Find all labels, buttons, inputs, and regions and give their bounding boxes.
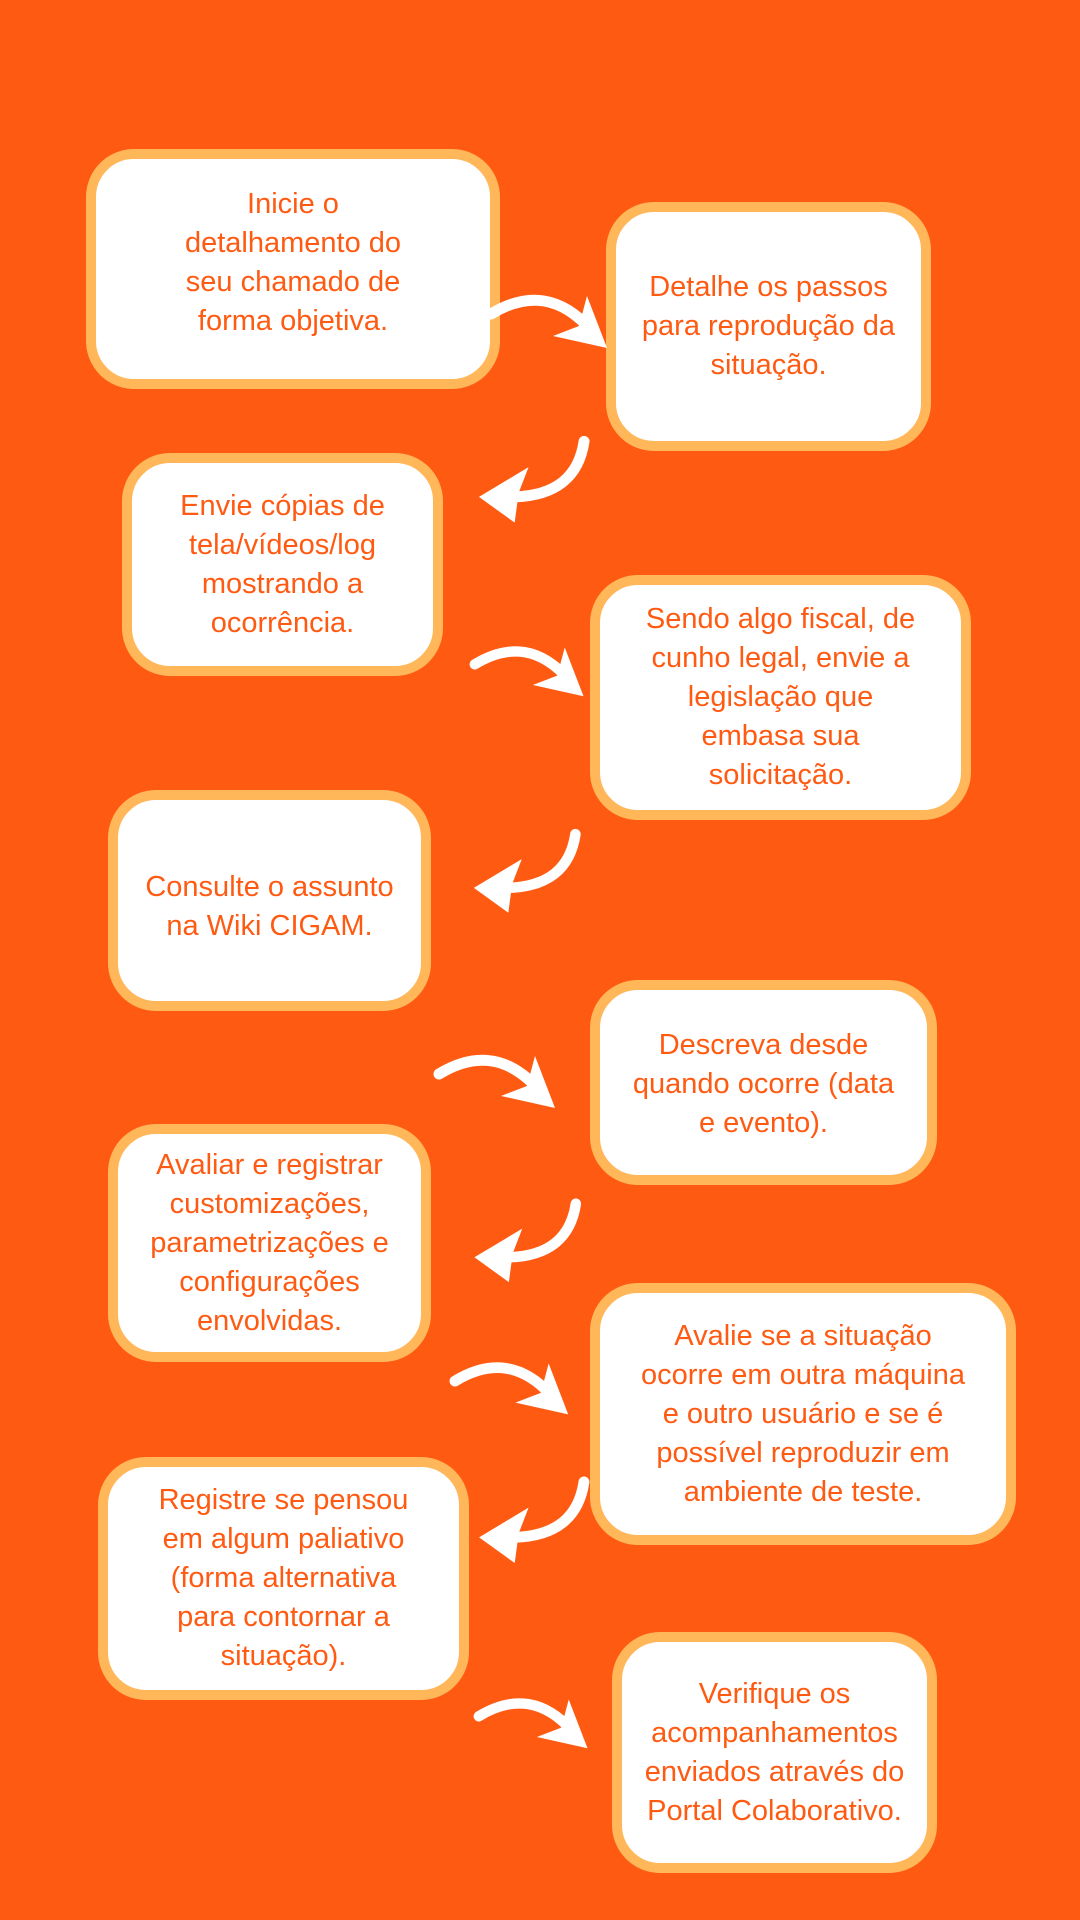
step-9-line: (forma alternativa <box>170 1562 397 1594</box>
step-7-line: configurações <box>179 1265 360 1298</box>
step-3-line: ocorrência. <box>210 606 355 639</box>
curved-arrow-right-icon <box>449 1362 569 1415</box>
step-2-line: Detalhe os passos <box>649 271 888 303</box>
step-4-line: embasa sua <box>701 720 860 752</box>
step-8-line: Avalie se a situação <box>674 1319 932 1352</box>
step-3-line: tela/vídeos/log <box>188 528 376 561</box>
step-5-line: Consulte o assunto <box>145 871 394 903</box>
step-9-line: Registre se pensou <box>158 1484 409 1516</box>
step-7-box: Avaliar e registrar customizações, param… <box>108 1124 431 1362</box>
step-9-line: para contornar a <box>177 1601 390 1633</box>
step-3-box: Envie cópias de tela/vídeos/log mostrand… <box>122 453 443 676</box>
step-7-line: Avaliar e registrar <box>156 1148 383 1181</box>
step-1-line: forma objetiva. <box>197 305 389 337</box>
step-5-box: Consulte o assunto na Wiki CIGAM. <box>108 790 431 1011</box>
step-1-line: Inicie o <box>247 188 339 220</box>
step-6-line: Descreva desde <box>658 1029 869 1061</box>
step-8-line: possível reproduzir em <box>656 1436 950 1469</box>
step-9-box: Registre se pensou em algum paliativo (f… <box>98 1457 469 1700</box>
step-6-line: quando ocorre (data <box>632 1068 895 1100</box>
step-10-line: Verifique os <box>698 1677 851 1710</box>
curved-arrow-left-icon <box>479 1476 590 1564</box>
step-9-line: situação). <box>220 1640 347 1672</box>
step-1-box: Inicie o detalhamento do seu chamado de … <box>86 149 500 389</box>
curved-arrow-right-icon <box>485 294 607 348</box>
step-10-box: Verifique os acompanhamentos enviados at… <box>612 1632 937 1873</box>
step-7-line: parametrizações e <box>150 1226 389 1259</box>
curved-arrow-right-icon <box>433 1054 555 1108</box>
step-4-line: cunho legal, envie a <box>651 642 910 674</box>
curved-arrow-left-icon <box>478 435 590 523</box>
step-8-line: e outro usuário e se é <box>662 1397 944 1430</box>
step-4-line: Sendo algo fiscal, de <box>645 603 916 635</box>
step-7-line: envolvidas. <box>196 1304 343 1337</box>
step-10-line: acompanhamentos <box>651 1716 898 1749</box>
step-5-line: na Wiki CIGAM. <box>166 910 373 942</box>
step-4-line: legislação que <box>687 681 874 713</box>
step-1-line: seu chamado de <box>185 266 401 298</box>
step-8-line: ocorre em outra máquina <box>641 1358 965 1391</box>
step-6-line: e evento). <box>699 1107 828 1139</box>
step-7-line: customizações, <box>169 1187 370 1220</box>
step-6-box: Descreva desde quando ocorre (data e eve… <box>590 980 937 1185</box>
step-3-line: Envie cópias de <box>180 489 385 522</box>
step-2-box: Detalhe os passos para reprodução da sit… <box>606 202 931 451</box>
step-2-line: situação. <box>710 349 827 381</box>
step-10-line: Portal Colaborativo. <box>647 1794 902 1827</box>
step-1-line: detalhamento do <box>184 227 402 259</box>
step-8-box: Avalie se a situação ocorre em outra máq… <box>590 1283 1016 1545</box>
step-2-line: para reprodução da <box>641 310 896 342</box>
curved-arrow-left-icon <box>474 1198 582 1283</box>
step-8-line: ambiente de teste. <box>683 1475 923 1508</box>
step-10-line: enviados através do <box>644 1755 905 1788</box>
step-4-line: solicitação. <box>708 759 853 791</box>
curved-arrow-left-icon <box>473 828 581 913</box>
step-4-box: Sendo algo fiscal, de cunho legal, envie… <box>590 575 971 820</box>
step-9-line: em algum paliativo <box>162 1523 405 1555</box>
curved-arrow-right-icon <box>469 646 584 697</box>
step-3-line: mostrando a <box>201 567 364 600</box>
curved-arrow-right-icon <box>473 1698 588 1749</box>
